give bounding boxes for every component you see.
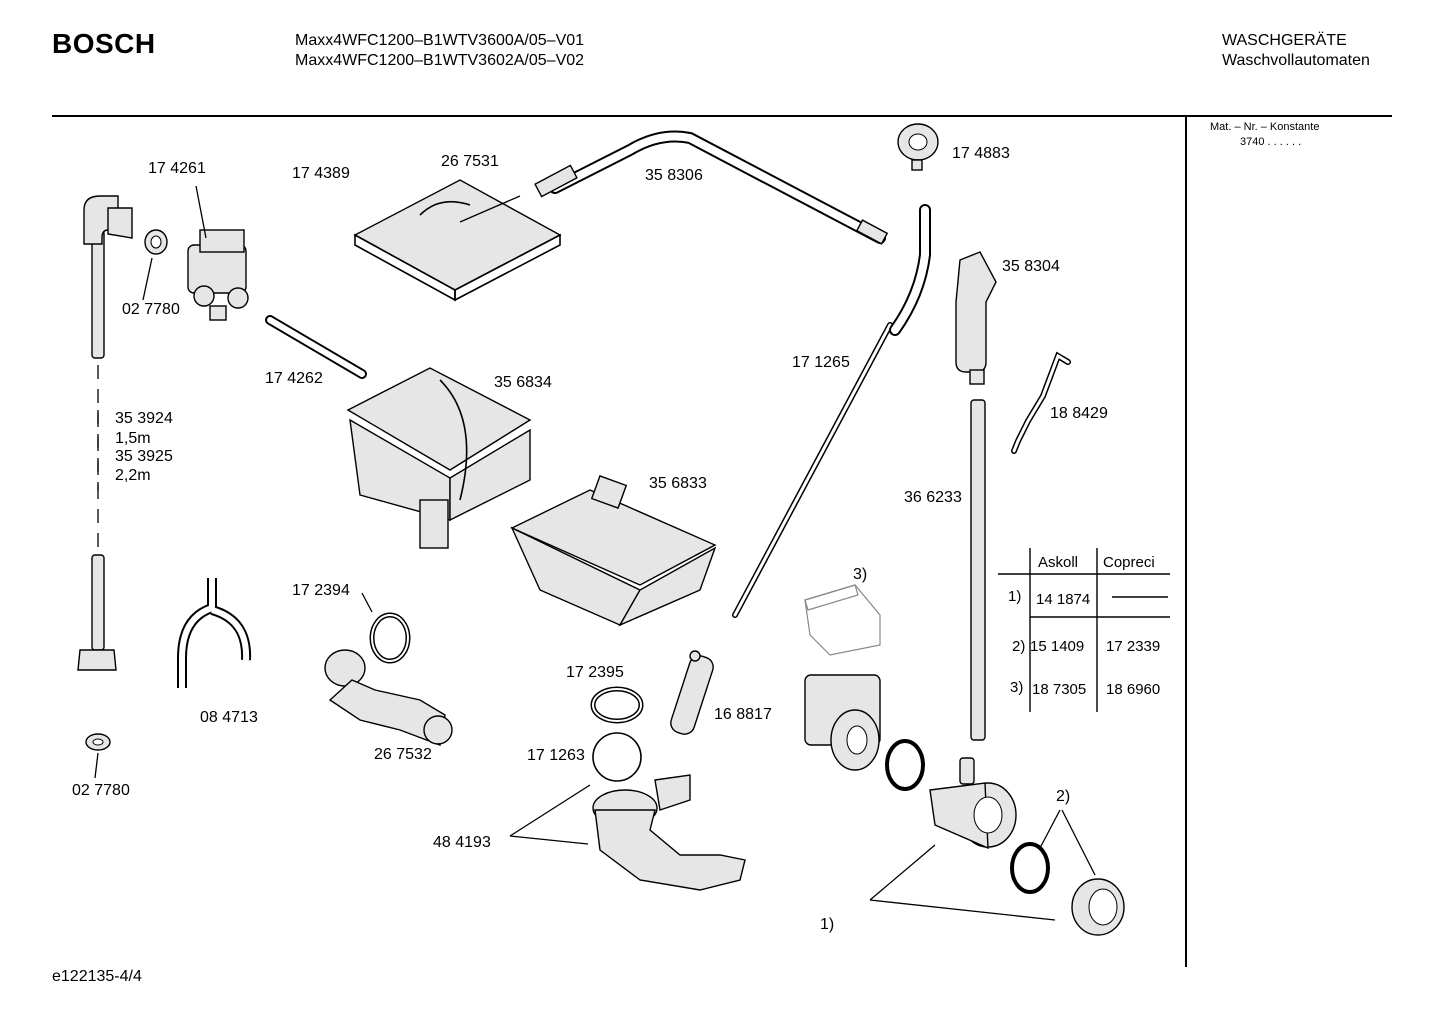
- table-header-askoll: Askoll: [1038, 554, 1079, 571]
- brand-logo: BOSCH: [52, 28, 156, 59]
- side-panel-title: Mat. – Nr. – Konstante: [1210, 121, 1320, 133]
- model-line-2: Maxx4WFC1200–B1WTV3602A/05–V02: [295, 52, 585, 69]
- note-3-label: 3): [853, 566, 868, 583]
- subcategory-title: Waschvollautomaten: [1222, 52, 1370, 69]
- pressure-switch-drawing: [897, 123, 939, 171]
- part-label-172394: 17 2394: [292, 582, 350, 599]
- filter-seal-drawing: [1010, 842, 1050, 894]
- part-label-174389: 17 4389: [292, 165, 350, 182]
- part-label-358304: 35 8304: [1002, 258, 1060, 275]
- inlet-valve-drawing: [187, 185, 249, 321]
- pump-housing-drawing: [929, 757, 1017, 850]
- part-label-168817: 16 8817: [714, 706, 772, 723]
- detergent-drawer-drawing: [510, 475, 717, 627]
- table-row-3-key: 3): [1010, 679, 1024, 696]
- part-label-172395: 17 2395: [566, 664, 624, 681]
- part-label-174261: 17 4261: [148, 160, 206, 177]
- ball-171263-drawing: [592, 732, 642, 782]
- table-row-2-key: 2): [1012, 638, 1026, 655]
- drain-filter-drawing: [1071, 878, 1125, 936]
- part-label-267532: 26 7532: [374, 746, 432, 763]
- drawer-housing-drawing: [346, 367, 532, 549]
- hose-length-2: 2,2m: [115, 467, 151, 484]
- table-row-1-askoll: 14 1874: [1036, 591, 1091, 608]
- part-label-484193: 48 4193: [433, 834, 491, 851]
- inlet-hose-drawing: [77, 195, 133, 671]
- bracket-188429-drawing: [1011, 351, 1071, 454]
- part-label-174883: 17 4883: [952, 145, 1010, 162]
- part-label-353925: 35 3925: [115, 448, 173, 465]
- drawing-id: e122135-4/4: [52, 968, 142, 985]
- category-title: WASCHGERÄTE: [1222, 32, 1347, 49]
- part-label-353924: 35 3924: [115, 410, 173, 427]
- note-2-label: 2): [1056, 788, 1071, 805]
- part-label-366233: 36 6233: [904, 489, 962, 506]
- part-label-356834: 35 6834: [494, 374, 552, 391]
- table-header-copreci: Copreci: [1103, 554, 1155, 571]
- drain-pump-drawing: [804, 674, 881, 771]
- part-label-084713: 08 4713: [200, 709, 258, 726]
- table-row-1-key: 1): [1008, 588, 1022, 605]
- table-row-2-askoll: 15 1409: [1030, 638, 1085, 655]
- part-label-188429: 18 8429: [1050, 405, 1108, 422]
- part-label-174262: 17 4262: [265, 370, 323, 387]
- table-row-3-askoll: 18 7305: [1032, 681, 1087, 698]
- pump-seal-drawing: [885, 739, 925, 791]
- pipe-358306-drawing: [534, 130, 889, 245]
- table-row-2-copreci: 17 2339: [1106, 638, 1161, 655]
- pump-cover-drawing: [804, 584, 881, 656]
- table-row-3-copreci: 18 6960: [1106, 681, 1161, 698]
- hose-174389-inner: [274, 155, 406, 231]
- hose-366233-drawing: [970, 399, 986, 741]
- side-panel-value: 3740 . . . . . .: [1240, 136, 1302, 148]
- bellows-hose-drawing: [324, 649, 453, 746]
- part-label-171265: 17 1265: [792, 354, 850, 371]
- part-label-171263: 17 1263: [527, 747, 585, 764]
- hose-length-1: 1,5m: [115, 430, 151, 447]
- part-label-027780-bottom: 02 7780: [72, 782, 130, 799]
- part-label-027780-top: 02 7780: [122, 301, 180, 318]
- note-1-label: 1): [820, 916, 835, 933]
- sump-hose-drawing: [509, 774, 746, 891]
- variant-table-grid: [998, 548, 1170, 712]
- part-label-356833: 35 6833: [649, 475, 707, 492]
- sensor-168817-drawing: [670, 650, 714, 735]
- dispenser-lid-drawing: [353, 179, 562, 302]
- pressure-chamber-drawing: [955, 251, 997, 385]
- part-label-267531: 26 7531: [441, 153, 499, 170]
- model-line-1: Maxx4WFC1200–B1WTV3600A/05–V01: [295, 32, 585, 49]
- part-label-358306: 35 8306: [645, 167, 703, 184]
